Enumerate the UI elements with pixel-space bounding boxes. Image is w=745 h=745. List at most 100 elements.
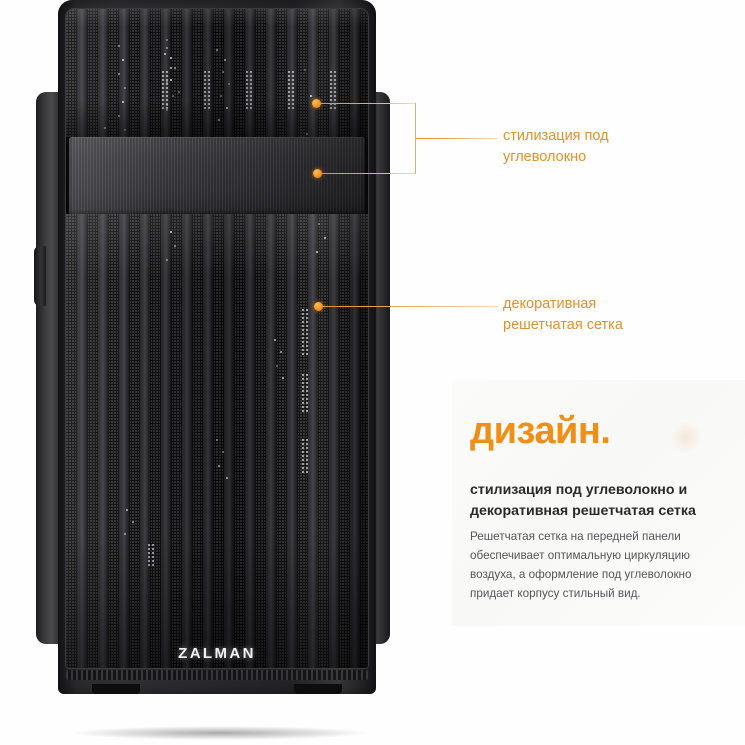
grille-highlight-speck [124, 533, 126, 535]
case-base-vent-strip [66, 670, 368, 680]
grille-perforation-dot [302, 410, 304, 412]
grille-highlight-speck [318, 223, 320, 225]
grille-perforation-dot [306, 378, 308, 380]
grille-perforation-dot [250, 79, 252, 81]
grille-highlight-speck [220, 95, 222, 97]
grille-perforation-dot [334, 71, 336, 73]
grille-highlight-speck [222, 71, 224, 73]
grille-perforation-dot [292, 95, 294, 97]
bottom-mesh-grille [66, 214, 368, 668]
grille-perforation-dot [306, 439, 308, 441]
grille-perforation-dot [302, 447, 304, 449]
grille-perforation-dot [334, 103, 336, 105]
grille-perforation-dot [306, 382, 308, 384]
grille-highlight-speck [166, 39, 168, 41]
grille-perforation-dot [166, 87, 168, 89]
grille-perforation-dot [306, 345, 308, 347]
grille-highlight-speck [104, 127, 106, 129]
grille-highlight-speck [280, 351, 282, 353]
grille-perforation-dot [306, 317, 308, 319]
grille-highlight-speck [218, 465, 220, 467]
card-title: дизайн. [470, 410, 611, 452]
grille-perforation-dot [302, 439, 304, 441]
grille-perforation-dot [152, 560, 154, 562]
grille-perforation-dot [204, 95, 206, 97]
callout-anchor-top-grille [312, 99, 321, 108]
grille-perforation-dot [246, 79, 248, 81]
grille-perforation-dot [302, 329, 304, 331]
grille-perforation-dot [152, 544, 154, 546]
grille-perforation-dot [306, 394, 308, 396]
grille-perforation-dot [208, 103, 210, 105]
bottom-grille-slats [66, 214, 368, 668]
grille-perforation-dot [292, 103, 294, 105]
grille-highlight-speck [118, 45, 120, 47]
grille-perforation-dot [306, 447, 308, 449]
case-foot-left [92, 684, 140, 694]
grille-highlight-speck [174, 245, 176, 247]
grille-perforation-dot [288, 99, 290, 101]
grille-perforation-dot [306, 341, 308, 343]
grille-perforation-dot [204, 91, 206, 93]
grille-perforation-dot [330, 75, 332, 77]
grille-perforation-dot [306, 463, 308, 465]
grille-perforation-dot [302, 313, 304, 315]
top-mesh-grille [66, 9, 368, 137]
grille-perforation-dot [302, 321, 304, 323]
grille-highlight-speck [166, 109, 168, 111]
design-info-card: дизайн. стилизация под углеволокно и дек… [452, 380, 745, 626]
callout-leader-carbon [321, 173, 416, 174]
grille-perforation-dot [306, 374, 308, 376]
top-grille-slats [66, 9, 368, 137]
grille-perforation-dot [162, 103, 164, 105]
grille-highlight-speck [226, 107, 228, 109]
grille-perforation-dot [208, 95, 210, 97]
grille-perforation-dot [306, 353, 308, 355]
grille-highlight-speck [118, 73, 120, 75]
grille-perforation-dot [166, 75, 168, 77]
grille-perforation-dot [292, 87, 294, 89]
grille-perforation-dot [208, 91, 210, 93]
grille-perforation-dot [302, 333, 304, 335]
grille-perforation-dot [288, 71, 290, 73]
grille-perforation-dot [302, 345, 304, 347]
grille-perforation-dot [330, 95, 332, 97]
grille-perforation-dot [250, 83, 252, 85]
zalman-logo: ZALMAN [178, 645, 256, 662]
grille-highlight-speck [218, 119, 220, 121]
grille-perforation-dot [306, 406, 308, 408]
grille-perforation-dot [306, 467, 308, 469]
grille-perforation-dot [148, 548, 150, 550]
grille-perforation-dot [306, 349, 308, 351]
callout-anchor-decorative-mesh [314, 302, 323, 311]
grille-perforation-dot [302, 394, 304, 396]
grille-highlight-speck [276, 365, 278, 367]
grille-perforation-dot [330, 87, 332, 89]
grille-perforation-dot [148, 564, 150, 566]
case-drop-shadow [70, 726, 370, 740]
grille-perforation-dot [288, 103, 290, 105]
grille-perforation-dot [166, 91, 168, 93]
grille-perforation-dot [330, 79, 332, 81]
grille-perforation-dot [302, 309, 304, 311]
grille-perforation-dot [330, 99, 332, 101]
grille-perforation-dot [250, 103, 252, 105]
grille-perforation-dot [246, 107, 248, 109]
grille-perforation-dot [288, 83, 290, 85]
grille-perforation-dot [302, 374, 304, 376]
grille-perforation-dot [204, 99, 206, 101]
grille-perforation-dot [306, 325, 308, 327]
grille-perforation-dot [302, 451, 304, 453]
callout-bracket-vertical [415, 103, 416, 174]
grille-perforation-dot [204, 87, 206, 89]
grille-perforation-dot [208, 99, 210, 101]
grille-perforation-dot [306, 402, 308, 404]
grille-perforation-dot [302, 378, 304, 380]
grille-highlight-speck [228, 83, 230, 85]
grille-perforation-dot [166, 107, 168, 109]
grille-highlight-speck [222, 451, 224, 453]
card-subtitle: стилизация под углеволокно и декоративна… [470, 482, 696, 520]
grille-perforation-dot [334, 79, 336, 81]
grille-perforation-dot [302, 382, 304, 384]
grille-perforation-dot [292, 99, 294, 101]
